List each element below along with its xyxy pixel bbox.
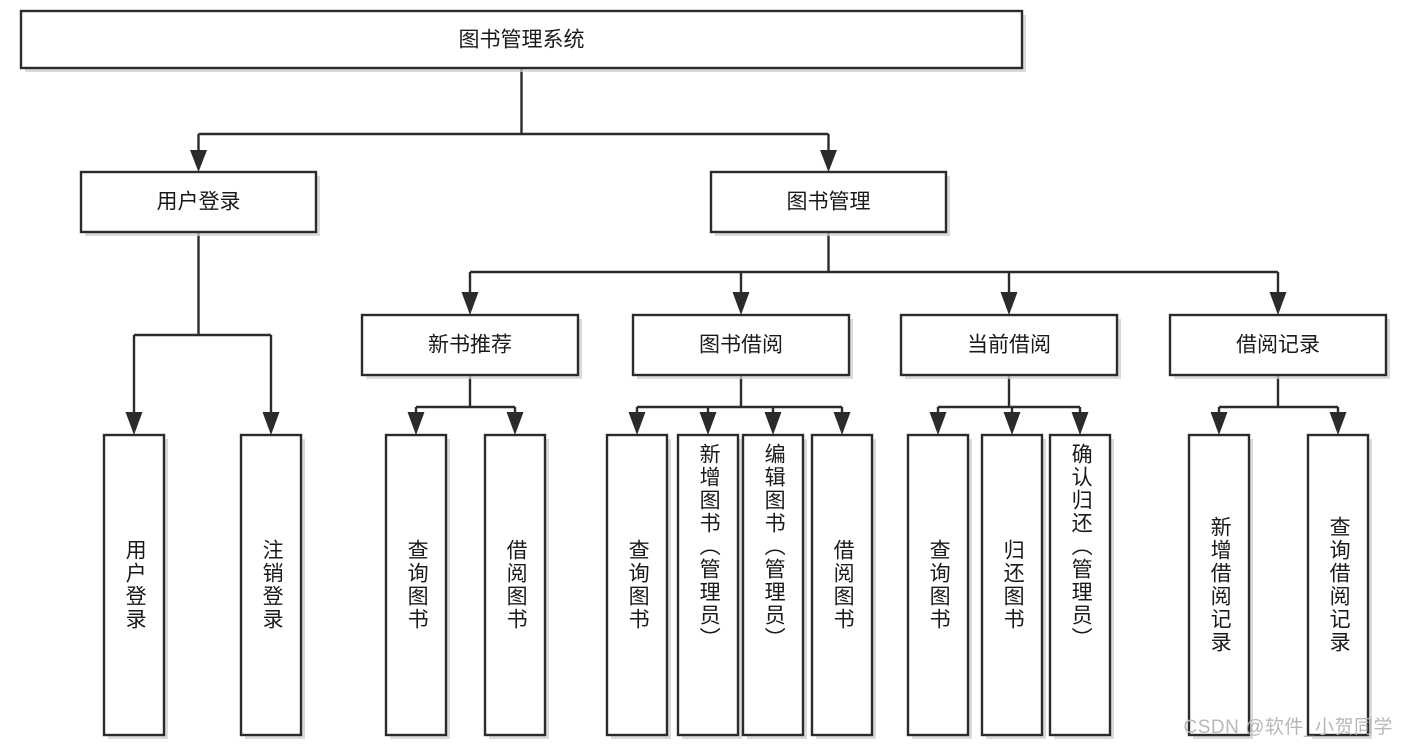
node-book-borrow[interactable] <box>631 313 851 377</box>
node-leaf-logout[interactable] <box>239 433 303 737</box>
node-leaf-query-book-1[interactable] <box>384 433 448 737</box>
node-current-borrow[interactable] <box>899 313 1119 377</box>
node-user-login[interactable] <box>79 170 318 234</box>
label-book-borrow: 图书借阅 <box>699 334 783 357</box>
node-leaf-borrow-book-1[interactable] <box>483 433 547 737</box>
arrowhead-leaf-borrow-book-2 <box>833 412 851 435</box>
node-leaf-return-book[interactable] <box>980 433 1044 737</box>
arrowhead-leaf-query-book-3 <box>929 412 947 435</box>
label-root: 图书管理系统 <box>459 29 585 52</box>
arrowhead-book-manage <box>820 150 837 172</box>
node-leaf-query-record[interactable] <box>1306 433 1370 737</box>
arrowhead-leaf-query-book-2 <box>628 412 646 435</box>
arrowhead-current-borrow <box>1000 292 1018 315</box>
node-book-manage[interactable] <box>709 170 948 234</box>
node-leaf-confirm-return[interactable] <box>1048 433 1112 737</box>
node-leaf-query-book-3[interactable] <box>906 433 970 737</box>
arrowhead-user-login <box>190 150 207 172</box>
arrowhead-new-book-rec <box>461 292 479 315</box>
arrowhead-leaf-query-record <box>1329 412 1347 435</box>
label-user-login: 用户登录 <box>157 191 241 214</box>
node-leaf-query-book-2[interactable] <box>605 433 669 737</box>
arrowhead-leaf-return-book <box>1003 412 1021 435</box>
label-current-borrow: 当前借阅 <box>967 334 1051 357</box>
label-book-manage: 图书管理 <box>787 191 871 214</box>
node-new-book-rec[interactable] <box>360 313 580 377</box>
arrowhead-borrow-record <box>1269 292 1287 315</box>
arrowhead-book-borrow <box>732 292 750 315</box>
arrowhead-leaf-logout <box>262 412 280 435</box>
node-leaf-user-login[interactable] <box>102 433 166 737</box>
arrowhead-leaf-confirm-return <box>1071 412 1089 435</box>
connector-layer <box>125 68 1347 435</box>
node-borrow-record[interactable] <box>1168 313 1388 377</box>
node-leaf-add-book[interactable] <box>676 433 740 737</box>
arrowhead-leaf-add-book <box>699 412 717 435</box>
arrowhead-leaf-user-login <box>125 412 143 435</box>
label-borrow-record: 借阅记录 <box>1236 334 1320 357</box>
csdn-watermark: CSDN @软件_小贺同学 <box>1183 717 1393 738</box>
arrowhead-leaf-borrow-book-1 <box>506 412 524 435</box>
arrowhead-leaf-add-record <box>1210 412 1228 435</box>
node-leaf-edit-book[interactable] <box>741 433 805 737</box>
node-leaf-add-record[interactable] <box>1187 433 1251 737</box>
box-layer <box>19 9 1388 737</box>
node-leaf-borrow-book-2[interactable] <box>810 433 874 737</box>
label-layer-horizontal: 图书管理系统 用户登录 图书管理 新书推荐 图书借阅 当前借阅 借阅记录 <box>157 29 1321 357</box>
node-root[interactable] <box>19 9 1024 70</box>
label-new-book-rec: 新书推荐 <box>428 334 512 357</box>
arrowhead-leaf-query-book-1 <box>407 412 425 435</box>
arrowhead-leaf-edit-book <box>764 412 782 435</box>
